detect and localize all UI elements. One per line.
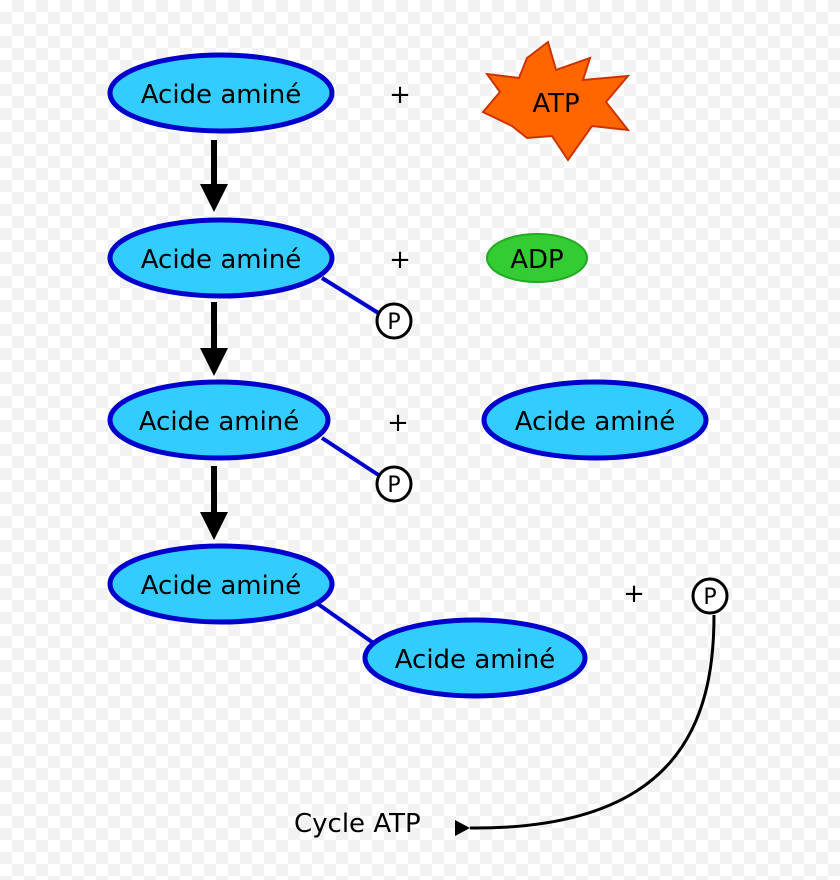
amino-acid-free: Acide aminé <box>481 379 709 461</box>
bond-line-2 <box>320 276 382 316</box>
phosphate-3-label: P <box>387 473 400 498</box>
amino-acid-4: Acide aminé <box>107 543 335 625</box>
arrow-down-icon-2 <box>200 302 228 376</box>
amino-acid-free-label: Acide aminé <box>515 407 676 437</box>
amino-acid-5-label: Acide aminé <box>395 645 556 675</box>
amino-acid-2: Acide aminé <box>107 217 335 299</box>
amino-acid-2-label: Acide aminé <box>141 245 302 275</box>
phosphate-icon-2: P <box>375 302 413 340</box>
amino-acid-5: Acide aminé <box>362 617 588 699</box>
cycle-arrow-curve <box>455 614 716 836</box>
plus-sign-3: + <box>387 408 409 438</box>
cycle-atp-label: Cycle ATP <box>294 809 421 839</box>
atp-starburst-icon: ATP <box>481 40 631 162</box>
amino-acid-1: Acide aminé <box>107 52 335 134</box>
bond-line-4 <box>316 602 374 644</box>
adp-pill: ADP <box>486 233 588 283</box>
amino-acid-3: Acide aminé <box>107 379 331 461</box>
plus-sign-2: + <box>389 245 411 275</box>
plus-sign-1: + <box>389 80 411 110</box>
adp-label: ADP <box>510 245 564 275</box>
phosphate-2-label: P <box>387 310 400 335</box>
amino-acid-4-label: Acide aminé <box>141 571 302 601</box>
atp-label: ATP <box>532 89 579 119</box>
arrow-down-icon-3 <box>200 466 228 540</box>
amino-acid-1-label: Acide aminé <box>141 80 302 110</box>
phosphate-icon-3: P <box>375 465 413 503</box>
phosphate-4-label: P <box>703 585 716 610</box>
plus-sign-4: + <box>623 579 645 609</box>
bond-line-3 <box>320 436 382 478</box>
cycle-arrowhead-icon <box>455 820 470 836</box>
arrow-down-icon-1 <box>200 140 228 212</box>
phosphate-icon-4: P <box>691 577 729 615</box>
amino-acid-3-label: Acide aminé <box>139 407 300 437</box>
